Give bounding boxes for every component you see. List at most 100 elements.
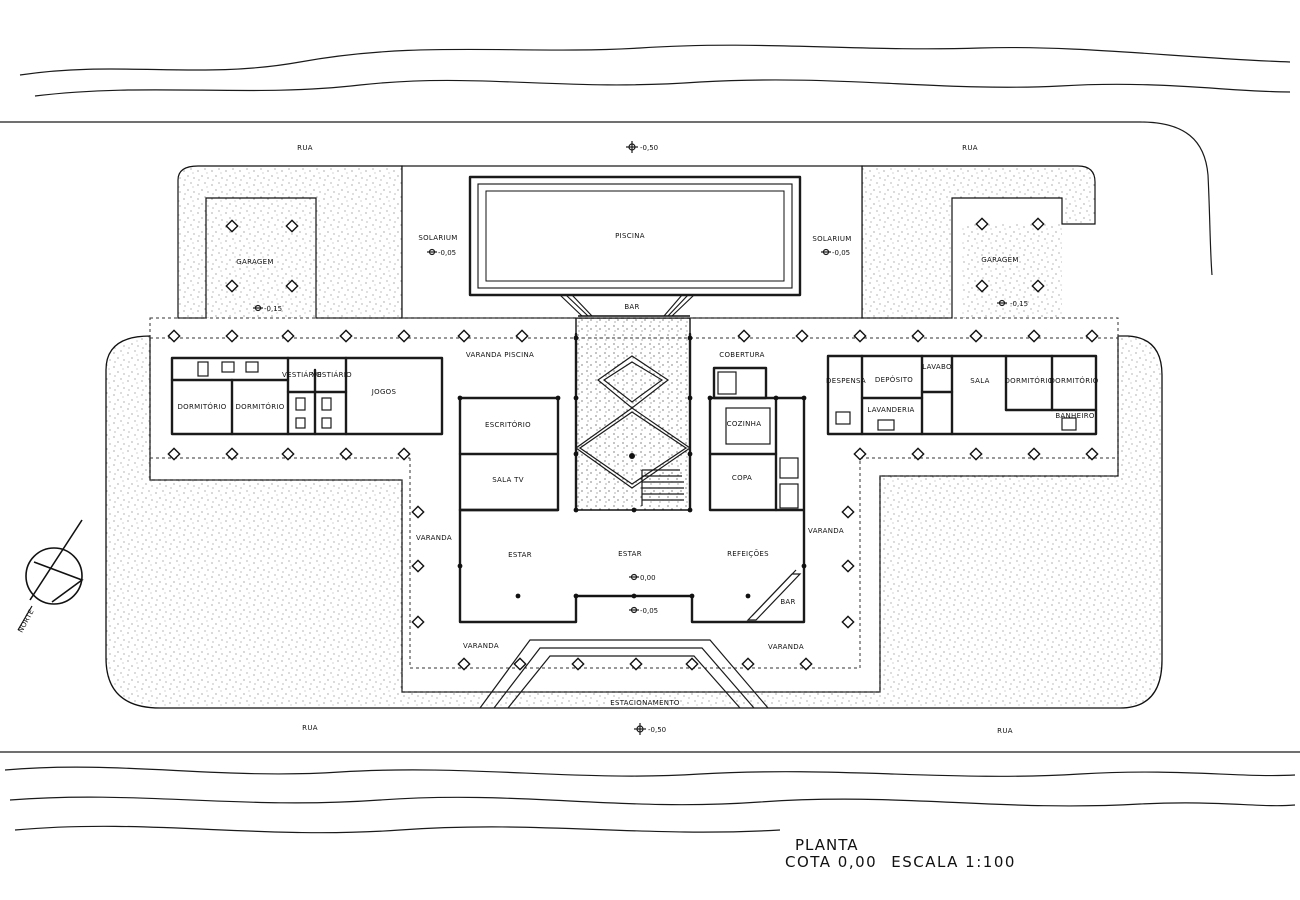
column [853,329,867,343]
level-marker-icon [629,606,639,614]
level-marker-icon [626,141,638,153]
column [225,447,239,461]
locker-room-1-label: VESTIÁRIO [282,370,322,379]
top-right-lawn [861,165,1096,319]
column [167,447,181,461]
column [975,217,989,231]
level-garage-left: -0,15 [264,305,282,313]
level-marker-icon [821,248,831,256]
parking-label: ESTACIONAMENTO [610,699,680,707]
level-garage-right: -0,15 [1010,300,1028,308]
bedroom-3-label: DORMITÓRIO [1004,376,1053,385]
right-garage-ground [962,224,1062,318]
left-garage-ground [206,198,316,318]
column [285,219,299,233]
level-marker-icon [634,723,646,735]
column [515,329,529,343]
entry-stair [479,639,769,709]
column [457,329,471,343]
drawing-title: PLANTA [795,836,859,854]
room-labels: RUA RUA RUA RUA SOLARIUM SOLARIUM GARAGE… [177,144,1098,735]
level-solarium-right: -0,05 [832,249,850,257]
pool-label: PISCINA [615,232,645,240]
column [737,329,751,343]
drawing-subtitle: COTA 0,00 ESCALA 1:100 [785,855,1030,870]
column [685,657,699,671]
veranda-right-label: VARANDA [808,527,844,535]
column [571,657,585,671]
column [629,657,643,671]
column [1027,329,1041,343]
storeroom-label: DESPENSA [826,377,866,385]
building-walls [170,332,1098,709]
north-label: NORTE [17,608,36,634]
column [1031,217,1045,231]
column [225,219,239,233]
column [911,447,925,461]
scale-subtitle: ESCALA 1:100 [891,853,1016,871]
central-diamond [597,355,670,409]
column [411,505,425,519]
cobertura-label: COBERTURA [719,351,764,359]
interior-pillars [457,335,807,599]
column [411,559,425,573]
column [841,559,855,573]
roof-outline [149,317,1119,693]
column [1085,447,1099,461]
column [225,329,239,343]
deposit-label: DEPÓSITO [875,375,913,384]
column [281,329,295,343]
pantry-copa-label: COPA [732,474,752,482]
bathroom-label: BANHEIRO [1055,412,1095,420]
bar-pool-label: BAR [624,303,639,311]
landscape-areas [105,165,1163,709]
level-subtitle: COTA 0,00 [785,853,878,871]
main-lawn [105,335,1163,709]
north-arrow-icon: NORTE [17,519,84,634]
bar-label: BAR [780,598,795,606]
veranda-bottom-right-label: VARANDA [768,643,804,651]
column [841,615,855,629]
column [225,279,239,293]
stair-treads [641,469,684,506]
veranda-bottom-left-label: VARANDA [463,642,499,650]
column [841,505,855,519]
level-markers: -0,50 -0,05 -0,05 -0,15 -0,15 0,00 -0,05… [253,141,1028,735]
street-bottom-right-label: RUA [997,727,1013,735]
stair-hall [574,332,692,512]
garage-left-label: GARAGEM [236,258,273,266]
column [975,279,989,293]
stair-hall-floor [575,317,691,511]
office-label: ESCRITÓRIO [485,420,531,429]
veranda-pool-label: VARANDA PISCINA [466,351,534,359]
column [741,657,755,671]
bedroom-2-label: DORMITÓRIO [235,402,284,411]
level-marker-icon [427,248,437,256]
bedroom-4-label: DORMITÓRIO [1049,376,1098,385]
kitchen-label: COZINHA [727,420,762,428]
column [1031,279,1045,293]
column [281,447,295,461]
pool: PISCINA BAR [468,175,802,317]
column [969,447,983,461]
column [457,657,471,671]
tv-room-label: SALA TV [492,476,524,484]
title-block: PLANTA COTA 0,00 ESCALA 1:100 [785,838,1030,870]
column [1027,447,1041,461]
level-marker-icon [253,304,263,312]
pool-steps [559,294,695,317]
living-1-label: ESTAR [508,551,532,559]
column [339,447,353,461]
columns [167,217,1099,671]
column [513,657,527,671]
level-solarium-left: -0,05 [438,249,456,257]
living-room-label: SALA [970,377,989,385]
level-entry: -0,05 [640,607,658,615]
column [411,615,425,629]
column [799,657,813,671]
left-wing [170,356,444,436]
column [969,329,983,343]
level-bottom-street: -0,50 [648,726,666,734]
column [397,447,411,461]
